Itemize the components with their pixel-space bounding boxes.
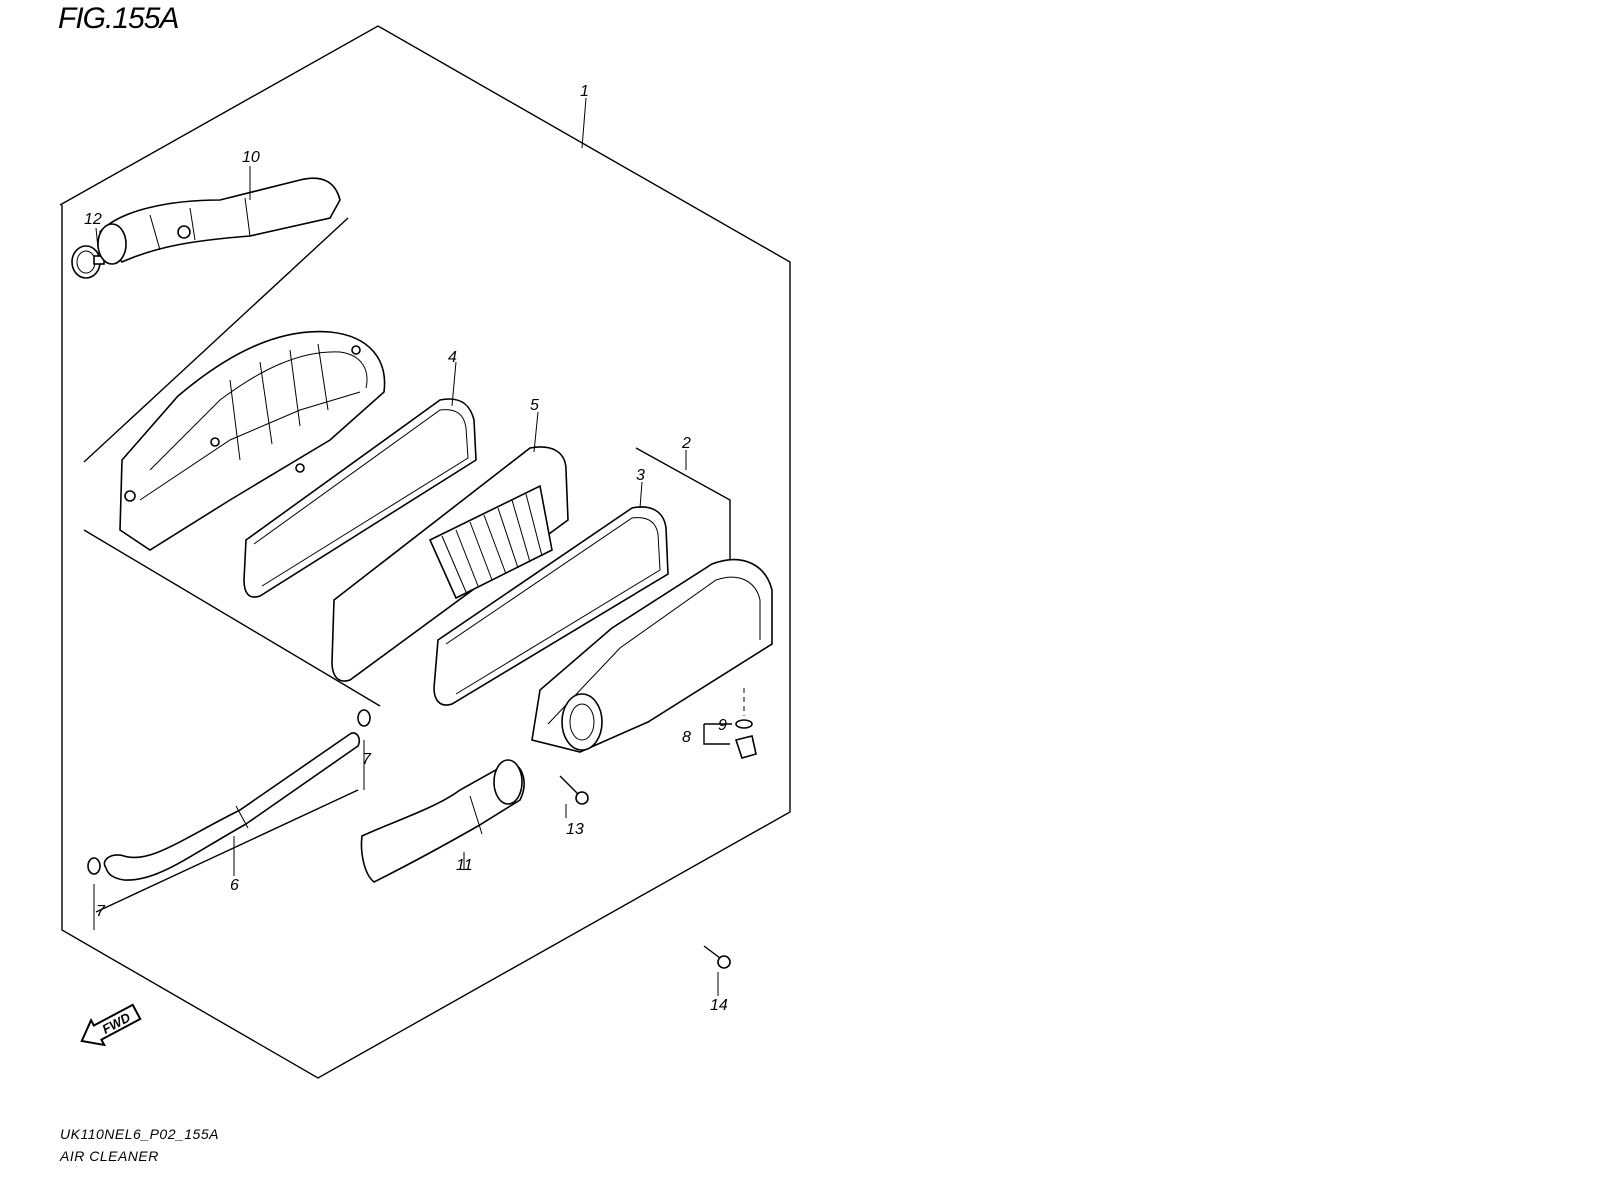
- callout-11: 11: [456, 857, 473, 874]
- callouts: 1 2 3 4 5 6 7 7 8 9 10 11 12 13 14: [84, 83, 728, 1014]
- callout-9: 9: [718, 717, 727, 734]
- clamp-part-12[interactable]: [71, 245, 105, 279]
- group-lines: [83, 217, 731, 913]
- seal-gasket-part-4[interactable]: [243, 398, 477, 598]
- callout-14: 14: [710, 997, 728, 1014]
- drain-cap-part-8-9[interactable]: [703, 688, 757, 759]
- outlet-duct-part-11[interactable]: [360, 759, 525, 883]
- bolt-part-14[interactable]: [703, 945, 731, 996]
- cover-gasket-part-3[interactable]: [433, 506, 669, 706]
- fwd-arrow-icon: FWD: [80, 1003, 142, 1047]
- callout-10: 10: [242, 149, 260, 166]
- leader-lines: [95, 97, 687, 509]
- callout-1: 1: [580, 83, 589, 100]
- screw-part-13[interactable]: [559, 775, 589, 818]
- figure-code: UK110NEL6_P02_155A: [60, 1126, 219, 1142]
- callout-12: 12: [84, 211, 102, 228]
- filter-element-part-5[interactable]: [331, 446, 569, 682]
- figure-name: AIR CLEANER: [60, 1148, 159, 1164]
- breather-hose-part-6[interactable]: [103, 732, 361, 881]
- callout-7a: 7: [362, 751, 372, 768]
- figure-title: FIG.155A: [58, 2, 179, 35]
- callout-6: 6: [230, 877, 239, 894]
- callout-8: 8: [682, 729, 691, 746]
- callout-7b: 7: [96, 903, 106, 920]
- callout-5: 5: [530, 397, 539, 414]
- callout-4: 4: [448, 349, 457, 366]
- intake-duct-part-10[interactable]: [97, 177, 341, 265]
- hose-clip-part-7[interactable]: [87, 709, 371, 930]
- cleaner-cover-part-2[interactable]: [531, 558, 773, 753]
- air-cleaner-case[interactable]: [119, 330, 386, 551]
- assembly-boundary: [59, 25, 791, 1079]
- callout-13: 13: [566, 821, 584, 838]
- callout-2: 2: [681, 435, 691, 452]
- callout-3: 3: [636, 467, 645, 484]
